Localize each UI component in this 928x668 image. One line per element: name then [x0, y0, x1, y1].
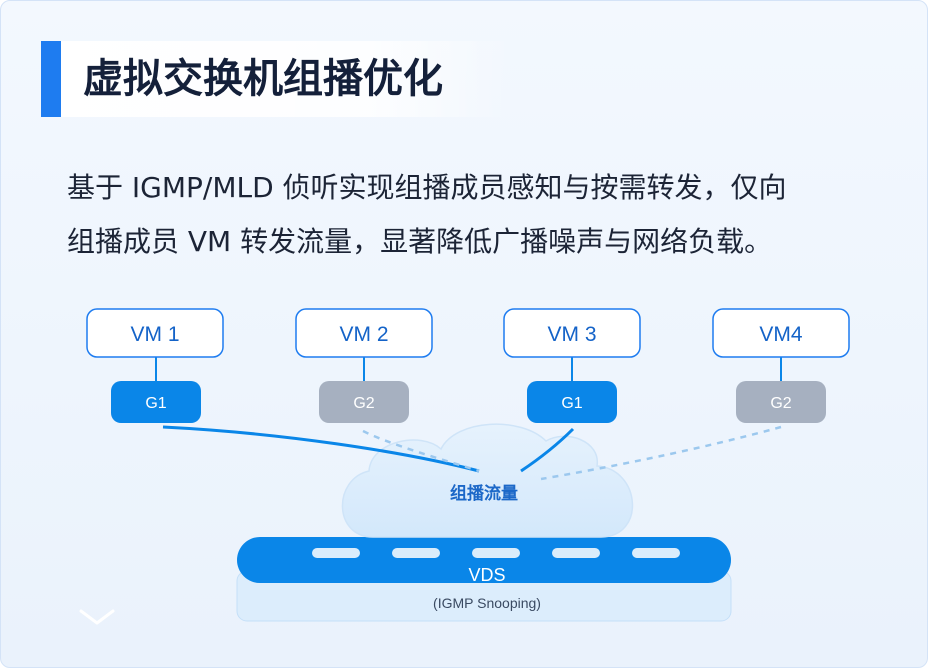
- vm-label: VM4: [759, 323, 803, 346]
- group-badge-label: G1: [561, 395, 582, 412]
- vm-box: [295, 308, 433, 358]
- vm-box: [503, 308, 641, 358]
- vm-box: [86, 308, 224, 358]
- vds-sublabel: (IGMP Snooping): [433, 595, 541, 611]
- description: 基于 IGMP/MLD 侦听实现组播成员感知与按需转发，仅向 组播成员 VM 转…: [67, 161, 887, 269]
- flow-line-vm1: [162, 425, 480, 473]
- vm-label: VM 1: [130, 323, 179, 346]
- vm-node-2: VM 2 G2: [295, 308, 433, 423]
- vds-port: [312, 548, 360, 558]
- vm-box: [712, 308, 850, 358]
- title-banner: 虚拟交换机组播优化: [41, 41, 511, 117]
- group-badge-label: G2: [770, 395, 791, 412]
- vds-label: VDS: [468, 565, 505, 585]
- vm-node-3: VM 3 G1: [503, 308, 641, 423]
- connections: [162, 425, 782, 481]
- vds-port: [392, 548, 440, 558]
- group-badge-label: G1: [145, 395, 166, 412]
- vds-ports: [312, 548, 680, 558]
- vds-port: [632, 548, 680, 558]
- group-badge: [111, 381, 201, 423]
- chevron-down-icon[interactable]: [79, 609, 115, 625]
- flow-line-vm3: [520, 427, 575, 473]
- description-line-1: 基于 IGMP/MLD 侦听实现组播成员感知与按需转发，仅向: [67, 171, 787, 204]
- group-badge-label: G2: [353, 395, 374, 412]
- cloud-shape: [341, 423, 634, 538]
- group-badge: [319, 381, 409, 423]
- group-badge: [527, 381, 617, 423]
- vds-switch: VDS (IGMP Snooping): [236, 537, 732, 622]
- multicast-cloud: 组播流量: [341, 423, 634, 538]
- vm-label: VM 2: [339, 323, 388, 346]
- blocked-line-vm4: [540, 425, 782, 481]
- vds-bar: [237, 537, 731, 583]
- cloud-label: 组播流量: [450, 483, 518, 504]
- vm-node-1: VM 1 G1: [86, 308, 224, 423]
- vds-port: [472, 548, 520, 558]
- title-accent-bar: [41, 41, 61, 117]
- blocked-line-vm2: [362, 429, 480, 473]
- vm-node-4: VM4 G2: [712, 308, 850, 423]
- group-badge: [736, 381, 826, 423]
- vm-label: VM 3: [547, 323, 596, 346]
- vds-port: [552, 548, 600, 558]
- description-line-2: 组播成员 VM 转发流量，显著降低广播噪声与网络负载。: [67, 225, 773, 258]
- page-title: 虚拟交换机组播优化: [83, 56, 443, 102]
